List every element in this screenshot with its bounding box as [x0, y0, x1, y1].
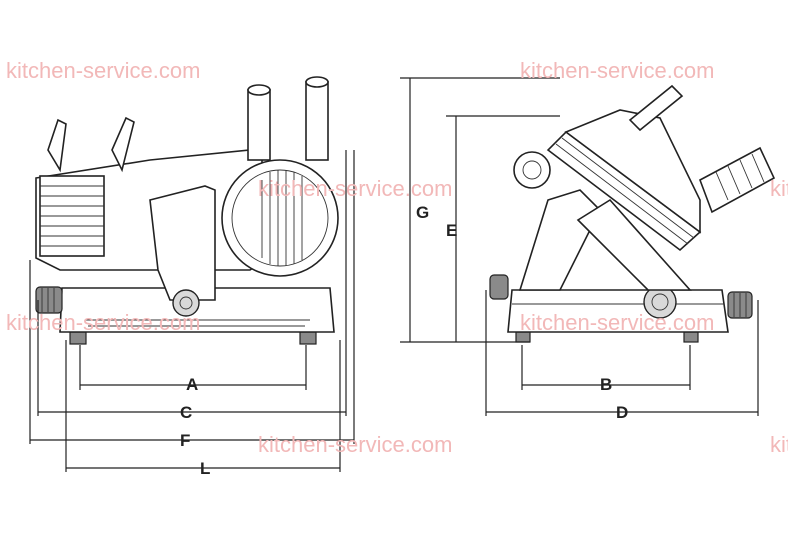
watermark-bottom-center: kitchen-service.com [258, 432, 452, 457]
front-post-right [305, 81, 329, 161]
watermark-mid-edge: kitchen-service.com [770, 176, 788, 201]
front-base-knob [172, 289, 200, 317]
watermarks: kitchen-service.com kitchen-service.com … [6, 58, 788, 457]
front-view [35, 76, 339, 345]
front-left-knob [35, 286, 63, 314]
watermark-bottom-edge: kitchen-service.com [770, 432, 788, 457]
watermark-lower-left: kitchen-service.com [6, 310, 200, 335]
side-view [489, 84, 776, 343]
side-sharpener-head [513, 151, 551, 189]
front-column [149, 185, 216, 301]
front-tray-finger-left [47, 118, 67, 173]
label-d: D [616, 403, 628, 422]
side-blade-housing [564, 109, 701, 234]
label-a: A [186, 375, 198, 394]
front-tray-finger-right [111, 116, 135, 173]
front-dimension-lines [29, 150, 355, 472]
label-f: F [180, 431, 190, 450]
watermark-mid-center: kitchen-service.com [258, 176, 452, 201]
front-post-left [247, 89, 271, 161]
front-blade-guard [221, 159, 339, 277]
watermark-top-left: kitchen-service.com [6, 58, 200, 83]
label-c: C [180, 403, 192, 422]
side-left-knob [489, 274, 509, 300]
watermark-lower-right: kitchen-service.com [520, 310, 714, 335]
front-foot-right [299, 331, 317, 345]
side-column [518, 189, 601, 291]
side-arm [576, 198, 692, 291]
label-e: E [446, 221, 457, 240]
label-l: L [200, 459, 210, 478]
side-top-arm [628, 84, 684, 132]
side-ribbed-handle [699, 146, 776, 214]
label-b: B [600, 375, 612, 394]
side-dimension-lines [400, 77, 759, 416]
label-g: G [416, 203, 429, 222]
watermark-top-right: kitchen-service.com [520, 58, 714, 83]
